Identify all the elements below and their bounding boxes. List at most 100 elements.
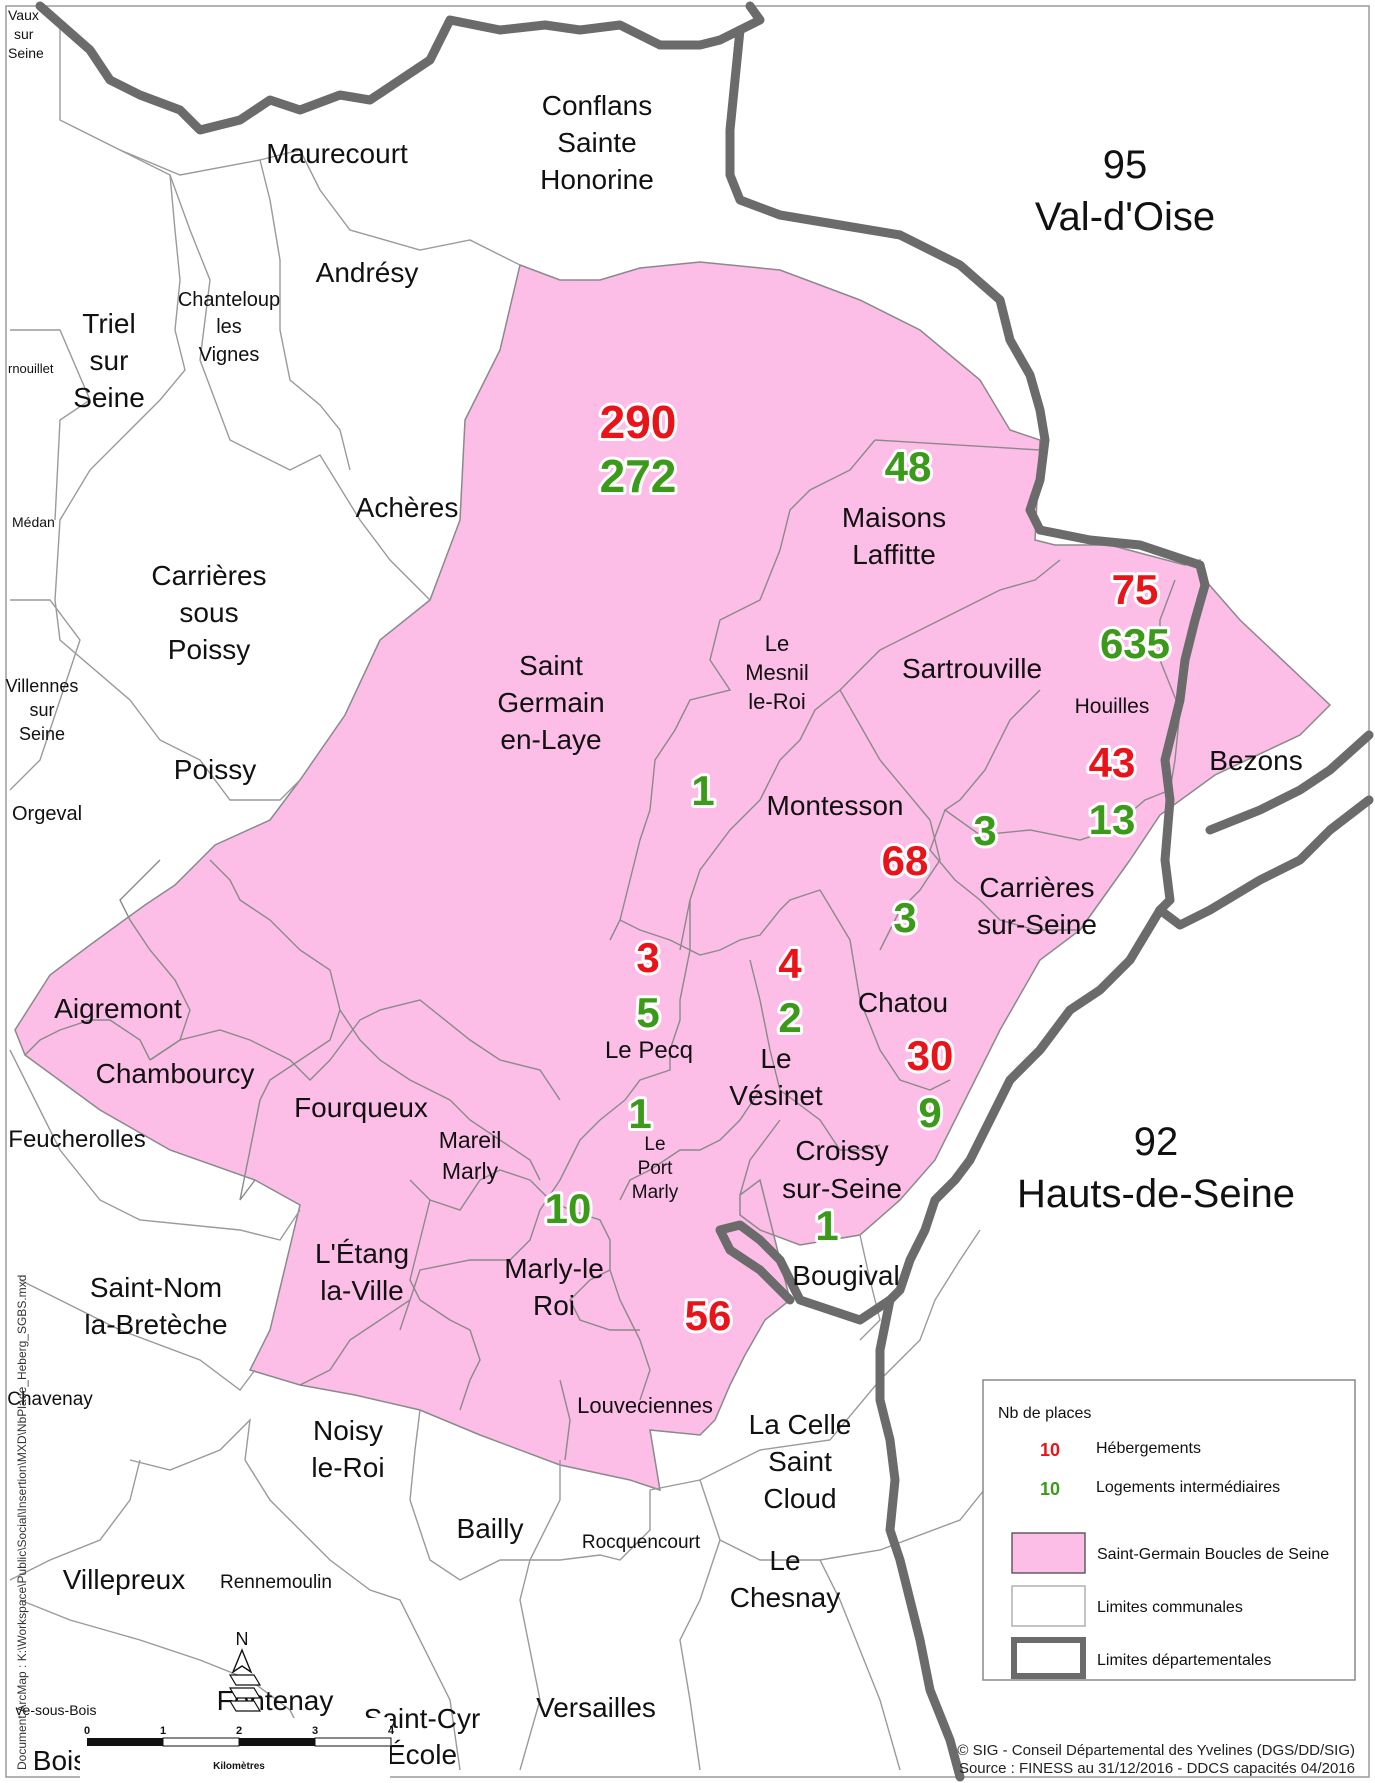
legend-heb-label: Hébergements [1096,1440,1201,1457]
label-orgeval: Orgeval [12,803,82,825]
label-bois: Bois [33,1745,87,1776]
label-chambourcy: Chambourcy [96,1058,255,1089]
label-bezons: Bezons [1209,745,1302,776]
value-log-maisons-laffitte: 48 [885,443,932,490]
dept-92-number: 92 [1134,1120,1179,1164]
label-etang-2: la-Ville [320,1275,404,1306]
label-saint-germain-3: en-Laye [500,724,601,755]
label-le-port-marly-1: Le [644,1134,665,1155]
value-log-montesson: 3 [893,894,916,941]
value-log-croissy: 1 [815,1202,838,1249]
legend: Nb de places 10 Hébergements 10 Logement… [982,1379,1356,1681]
label-marly-le-roi-1: Marly-le [504,1253,604,1284]
value-log-marly-le-roi: 10 [545,1185,592,1232]
value-heb-montesson: 68 [882,837,929,884]
label-fourqueux: Fourqueux [294,1092,428,1123]
label-mareil-2: Marly [442,1158,499,1184]
label-croissy-2: sur-Seine [782,1173,902,1204]
label-villepreux: Villepreux [63,1564,185,1595]
legend-heb-sample: 10 [1040,1440,1060,1460]
label-noisy-1: Noisy [313,1415,383,1446]
label-triel-3: Seine [73,382,145,413]
label-la-celle-1: La Celle [749,1409,852,1440]
label-carrieres-seine-1: Carrières [979,872,1094,903]
label-carrieres-poissy-3: Poissy [168,634,250,665]
value-heb-le-pecq: 3 [636,934,659,981]
value-log-le-mesnil: 1 [691,767,714,814]
label-noisy-2: le-Roi [311,1452,384,1483]
label-saint-nom-1: Saint-Nom [90,1272,222,1303]
inner-boundaries [24,439,1181,1461]
inside-commune-labels: Saint Germain en-Laye Maisons Laffitte L… [54,502,1303,1418]
legend-communal-label: Limites communales [1097,1599,1243,1616]
value-log-le-vesinet: 2 [778,994,801,1041]
value-heb-chatou: 30 [907,1032,954,1079]
label-saint-nom-2: la-Bretèche [84,1309,227,1340]
scale-unit: Kilomètres [213,1761,265,1772]
label-maurecourt: Maurecourt [266,138,408,169]
outside-commune-labels: Vaux sur Seine Conflans Sainte Honorine … [6,7,900,1776]
value-heb-louveciennes: 56 [685,1292,732,1339]
dept-95-name: Val-d'Oise [1035,195,1215,239]
label-saint-germain-1: Saint [519,650,583,681]
place-values: 290 272 48 75 635 43 13 68 3 3 1 3 5 4 2… [542,393,1173,1342]
legend-log-sample: 10 [1040,1479,1060,1499]
value-log-houilles: 13 [1089,796,1136,843]
north-label: N [236,1629,249,1649]
legend-territory-swatch [1011,1532,1086,1574]
dept-92-name: Hauts-de-Seine [1017,1172,1295,1216]
legend-communal-swatch [1011,1585,1086,1627]
label-carrieres-poissy-2: sous [179,597,238,628]
value-log-le-port-marly: 1 [628,1090,651,1137]
label-saint-cyr-2: École [387,1739,457,1770]
label-villennes-2: sur [29,700,54,720]
label-le-port-marly-3: Marly [632,1182,679,1203]
scale-segment-3 [239,1738,315,1746]
department-labels: 95 Val-d'Oise 92 Hauts-de-Seine [1017,143,1295,1216]
credits: © SIG - Conseil Départemental des Yvelin… [957,1742,1355,1777]
credit-line-2: Source : FINESS au 31/12/2016 - DDCS cap… [959,1760,1355,1777]
label-acheres: Achères [356,492,459,523]
label-carrieres-seine-2: sur-Seine [977,909,1097,940]
label-vaux-3: Seine [8,45,44,61]
label-carrieres-poissy-1: Carrières [151,560,266,591]
label-chatou: Chatou [858,987,948,1018]
label-medan: Médan [12,514,55,530]
scale-segment-4 [314,1737,392,1747]
label-sartrouville: Sartrouville [902,653,1042,684]
value-log-carrieres-seine: 3 [973,807,996,854]
label-les-bois: ve-sous-Bois [16,1702,97,1718]
scale-tick-1: 1 [160,1725,166,1737]
label-le-vesinet-2: Vésinet [729,1080,823,1111]
value-heb-saint-germain: 290 [600,396,677,448]
label-feucherolles: Feucherolles [8,1126,145,1153]
label-houilles: Houilles [1075,695,1150,718]
scale-bar: 0 1 2 3 4 Kilomètres [80,1718,395,1778]
label-conflans-3: Honorine [540,164,654,195]
label-le-pecq: Le Pecq [605,1037,693,1064]
label-triel-2: sur [90,345,129,376]
label-conflans-1: Conflans [542,90,653,121]
label-montesson: Montesson [767,790,904,821]
document-path-text: Document ArcMap : K:\Workspace\Public\So… [15,1275,29,1770]
label-chavenay: Chavenay [7,1389,93,1410]
label-rennemoulin: Rennemoulin [220,1572,332,1593]
scale-tick-2: 2 [236,1725,242,1737]
north-arrow-icon [231,1648,253,1674]
legend-box [982,1379,1356,1681]
label-conflans-2: Sainte [557,127,636,158]
label-triel-1: Triel [82,308,135,339]
credit-line-1: © SIG - Conseil Départemental des Yvelin… [957,1742,1355,1759]
label-le-chesnay-1: Le [769,1545,800,1576]
label-bougival: Bougival [792,1260,899,1291]
label-bailly: Bailly [457,1513,524,1544]
label-maisons-laffitte-1: Maisons [842,502,946,533]
legend-dept-label: Limites départementales [1097,1652,1271,1669]
label-le-mesnil-3: le-Roi [748,689,805,714]
label-louveciennes: Louveciennes [577,1393,713,1418]
legend-log-label: Logements intermédiaires [1096,1479,1280,1496]
department-border [35,1,1374,1782]
label-le-chesnay-2: Chesnay [730,1582,841,1613]
north-arrow: N [228,1629,262,1712]
